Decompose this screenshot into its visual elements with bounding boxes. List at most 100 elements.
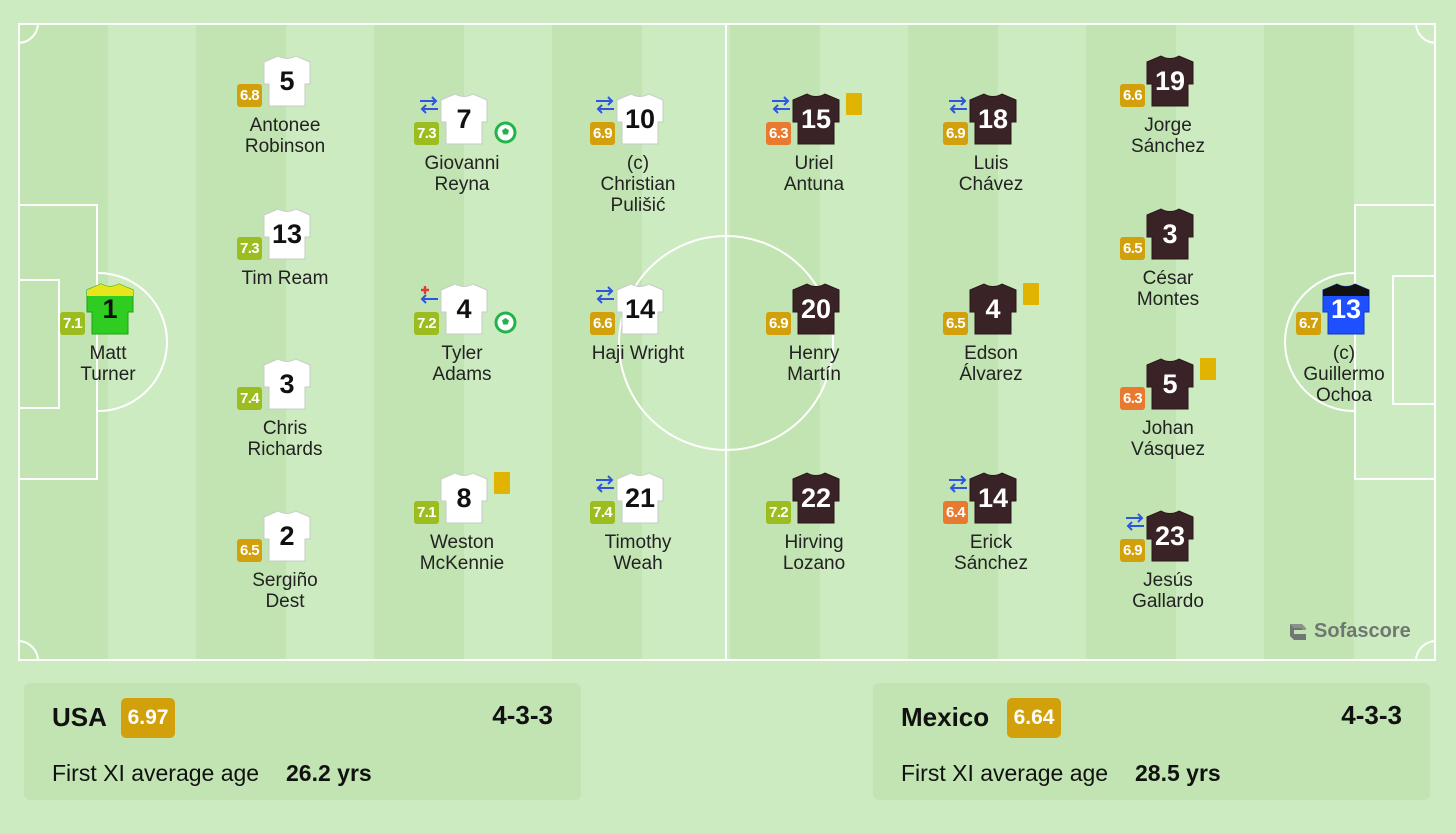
shirt-icon: 7: [439, 92, 489, 146]
name-line: César: [1142, 268, 1194, 289]
player-rating: 7.4: [590, 501, 615, 524]
shirt-number: 8: [456, 483, 472, 513]
player-usa-13[interactable]: 13 7.3 Tim Ream: [205, 207, 365, 357]
name-line: Lozano: [782, 553, 846, 574]
player-rating: 6.3: [1120, 387, 1145, 410]
substitution-icon: [596, 475, 614, 493]
shirt-number: 3: [1162, 219, 1178, 249]
name-line: Tyler: [441, 343, 483, 364]
substitution-icon: [596, 286, 614, 304]
name-line: Henry: [788, 343, 840, 364]
substitution-icon: [772, 96, 790, 114]
name-line: Matt: [89, 343, 127, 364]
name-line: Montes: [1136, 289, 1200, 310]
goal-ball-icon: [494, 121, 517, 144]
goal-ball-icon: [494, 311, 517, 334]
player-rating: 7.3: [237, 237, 262, 260]
shirt-number: 13: [271, 219, 303, 249]
shirt-icon: 13: [262, 207, 312, 261]
name-line: Adams: [432, 364, 492, 385]
player-name: Tim Ream: [205, 268, 365, 289]
team-name: USA: [52, 702, 107, 732]
player-rating: 6.9: [1120, 539, 1145, 562]
name-line: Sánchez: [1131, 136, 1205, 157]
shirt-number: 3: [279, 369, 295, 399]
shirt-number: 14: [624, 294, 656, 324]
player-rating: 7.1: [60, 312, 85, 335]
player-rating: 6.8: [237, 84, 262, 107]
yellow-card-icon: [494, 472, 510, 494]
name-line: Ochoa: [1316, 385, 1372, 406]
name-line: Uriel: [794, 153, 834, 174]
yellow-card-icon: [1200, 358, 1216, 380]
average-age-value: 28.5 yrs: [1135, 760, 1221, 786]
player-rating: 6.9: [943, 122, 968, 145]
team-name: Mexico: [901, 702, 990, 732]
name-line: Reyna: [434, 174, 490, 195]
shirt-number: 18: [977, 104, 1009, 134]
shirt-number: 23: [1154, 521, 1186, 551]
left-goal-area: [18, 279, 60, 409]
shirt-number: 2: [279, 521, 295, 551]
brand-name: Sofascore: [1314, 620, 1411, 642]
substitution-icon: [949, 475, 967, 493]
shirt-number: 5: [279, 66, 295, 96]
shirt-number: 5: [1162, 369, 1178, 399]
name-line: Gallardo: [1132, 591, 1204, 612]
name-line: Luis: [973, 153, 1009, 174]
name-line: Edson: [964, 343, 1018, 364]
yellow-card-icon: [1023, 283, 1039, 305]
team-rating-badge: 6.64: [1007, 698, 1061, 738]
home-team-summary: USA 6.97 4-3-3 First XI average age 26.2…: [24, 683, 581, 800]
shirt-icon: 19: [1145, 54, 1195, 108]
player-rating: 6.4: [943, 501, 968, 524]
player-usa-14[interactable]: 14 6.6 Haji Wright: [558, 282, 718, 432]
player-name: Haji Wright: [558, 343, 718, 364]
player-rating: 7.2: [414, 312, 439, 335]
name-line: Timothy: [604, 532, 672, 553]
shirt-icon: 21: [615, 471, 665, 525]
shirt-icon: 20: [791, 282, 841, 336]
shirt-icon: 14: [968, 471, 1018, 525]
name-line: Guillermo: [1303, 364, 1385, 385]
right-penalty-box: [1354, 204, 1436, 480]
player-rating: 6.6: [1120, 84, 1145, 107]
team-rating-badge: 6.97: [121, 698, 175, 738]
name-line: Haji Wright: [591, 343, 685, 364]
shirt-icon: 13: [1321, 282, 1371, 336]
player-rating: 6.6: [590, 312, 615, 335]
shirt-icon: 1: [85, 282, 135, 336]
shirt-icon: 23: [1145, 509, 1195, 563]
shirt-number: 4: [985, 294, 1001, 324]
formation: 4-3-3: [492, 700, 553, 730]
